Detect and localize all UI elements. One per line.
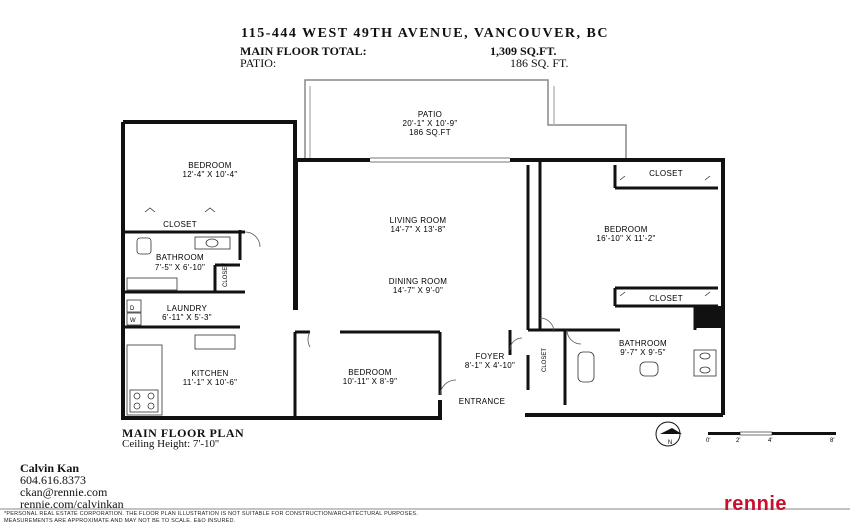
patio-area: 186 SQ.FT [409, 128, 451, 137]
living-dims: 14'-7" X 13'-8" [390, 225, 445, 234]
bathroom-e-label: BATHROOM [619, 339, 667, 348]
dining-label: DINING ROOM [389, 277, 447, 286]
closet-foyer-label: CLOSET [542, 348, 548, 372]
closet-small-label: CLOSET [223, 263, 229, 287]
scale-tick-8: 8' [830, 438, 834, 444]
laundry-machines [126, 299, 142, 326]
bedroom-s-label: BEDROOM [348, 368, 391, 377]
bearing-wall [293, 160, 298, 310]
bathroom-e-dims: 9'-7" X 9'-5" [620, 348, 666, 357]
laundry-d: D [130, 306, 135, 312]
kitchen-label: KITCHEN [191, 369, 228, 378]
bedroom-e-dims: 16'-10" X 11'-2" [596, 234, 655, 243]
plan-title: MAIN FLOOR PLAN [122, 426, 245, 440]
bedroom-s-dims: 10'-11" X 8'-9" [343, 377, 397, 386]
agent-website: rennie.com/calvinkan [20, 497, 124, 511]
brand-logo: rennie [724, 493, 788, 515]
disclaimer: *PERSONAL REAL ESTATE CORPORATION. THE F… [4, 511, 624, 525]
door-swings [244, 231, 582, 396]
scale-tick-4: 4' [768, 438, 772, 444]
main-floor-label: MAIN FLOOR TOTAL: [240, 44, 367, 58]
sliding-door [370, 157, 510, 163]
patio-label: PATIO [418, 110, 442, 119]
room-labels: PATIO 20'-1" X 10'-9" 186 SQ.FT BEDROOM … [130, 110, 683, 406]
entrance-label: ENTRANCE [459, 397, 505, 406]
bathroom-fixtures-west [126, 236, 231, 291]
foyer-label: FOYER [475, 352, 504, 361]
dining-dims: 14'-7" X 9'-0" [393, 286, 443, 295]
agent-contact: Calvin Kan 604.616.8373 ckan@rennie.com … [20, 462, 124, 510]
closet-doors [144, 175, 711, 297]
laundry-label: LAUNDRY [167, 304, 208, 313]
patio-total-value: 186 SQ. FT. [510, 56, 569, 70]
laundry-w: W [130, 318, 136, 324]
property-address: 115-444 WEST 49TH AVENUE, VANCOUVER, BC [240, 26, 609, 41]
closet-e-bottom-label: CLOSET [649, 294, 683, 303]
closet-e-top-label: CLOSET [649, 169, 683, 178]
patio-dims: 20'-1" X 10'-9" [402, 119, 457, 128]
living-label: LIVING ROOM [390, 216, 447, 225]
bedroom-nw-label: BEDROOM [188, 161, 231, 170]
bathroom-fixtures-east [577, 349, 717, 383]
scale-tick-0: 0' [706, 438, 710, 444]
bathroom-w-label: BATHROOM [156, 253, 204, 262]
disclaimer-line-1: *PERSONAL REAL ESTATE CORPORATION. THE F… [4, 511, 418, 517]
kitchen-dims: 11'-1" X 10'-6" [183, 378, 237, 387]
agent-email: ckan@rennie.com [20, 485, 108, 499]
disclaimer-line-2: MEASUREMENTS ARE APPROXIMATE AND MAY NOT… [4, 518, 236, 524]
foyer-dims: 8'-1" X 4'-10" [465, 361, 515, 370]
compass-icon: N [655, 421, 682, 447]
closet-nw-label: CLOSET [163, 220, 197, 229]
interior-walls [123, 160, 718, 418]
exterior-walls [121, 120, 725, 420]
patio-total-label: PATIO: [240, 56, 277, 70]
agent-phone: 604.616.8373 [20, 473, 86, 487]
ceiling-height: Ceiling Height: 7'-10'' [122, 438, 219, 450]
compass-label: N [668, 440, 672, 446]
patio-outline [304, 79, 627, 160]
structural-column [695, 306, 721, 328]
bedroom-nw-dims: 12'-4" X 10'-4" [182, 170, 237, 179]
main-floor-value: 1,309 SQ.FT. [490, 44, 557, 58]
bedroom-e-label: BEDROOM [604, 225, 647, 234]
scale-bar: 0' 2' 4' 8' [706, 431, 836, 444]
bathroom-w-dims: 7'-5" X 6'-10" [155, 263, 205, 272]
laundry-dims: 6'-11" X 5'-3" [162, 313, 212, 322]
agent-name: Calvin Kan [20, 461, 80, 475]
scale-tick-2: 2' [736, 438, 740, 444]
kitchen-counters [126, 334, 236, 416]
